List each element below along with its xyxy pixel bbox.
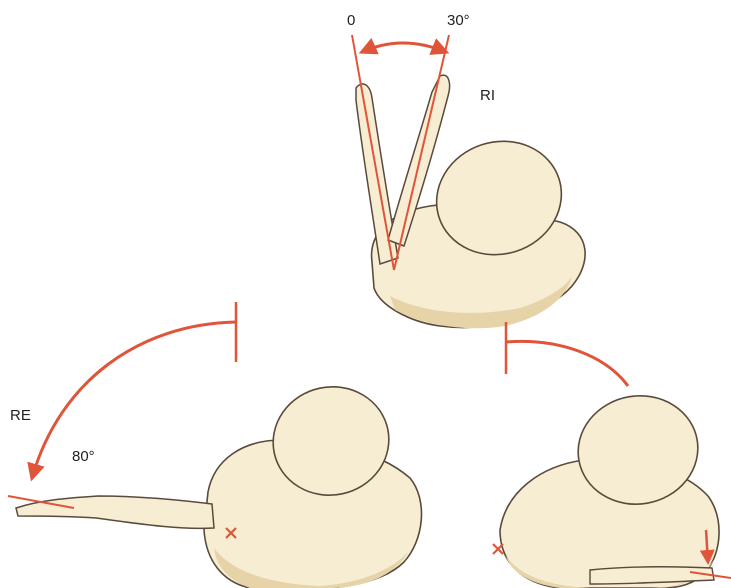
left-figure-arm-extended bbox=[16, 496, 214, 528]
angle-label-eighty: 80° bbox=[72, 449, 95, 464]
left-figure-external-rotation bbox=[8, 302, 421, 588]
angle-label-thirty: 30° bbox=[447, 13, 470, 28]
angle-label-zero: 0 bbox=[347, 13, 355, 28]
right-x-mark bbox=[493, 544, 503, 554]
left-rotation-arrow bbox=[32, 322, 236, 478]
top-rotation-arrow bbox=[362, 43, 446, 52]
right-figure-neutral bbox=[493, 322, 731, 588]
internal-rotation-label: RI bbox=[480, 88, 495, 103]
top-angle-line-zero bbox=[352, 35, 394, 270]
top-figure-internal-rotation bbox=[352, 35, 585, 328]
right-connection-arc bbox=[506, 341, 628, 386]
right-figure-forearm bbox=[590, 567, 714, 584]
external-rotation-label: RE bbox=[10, 408, 31, 423]
